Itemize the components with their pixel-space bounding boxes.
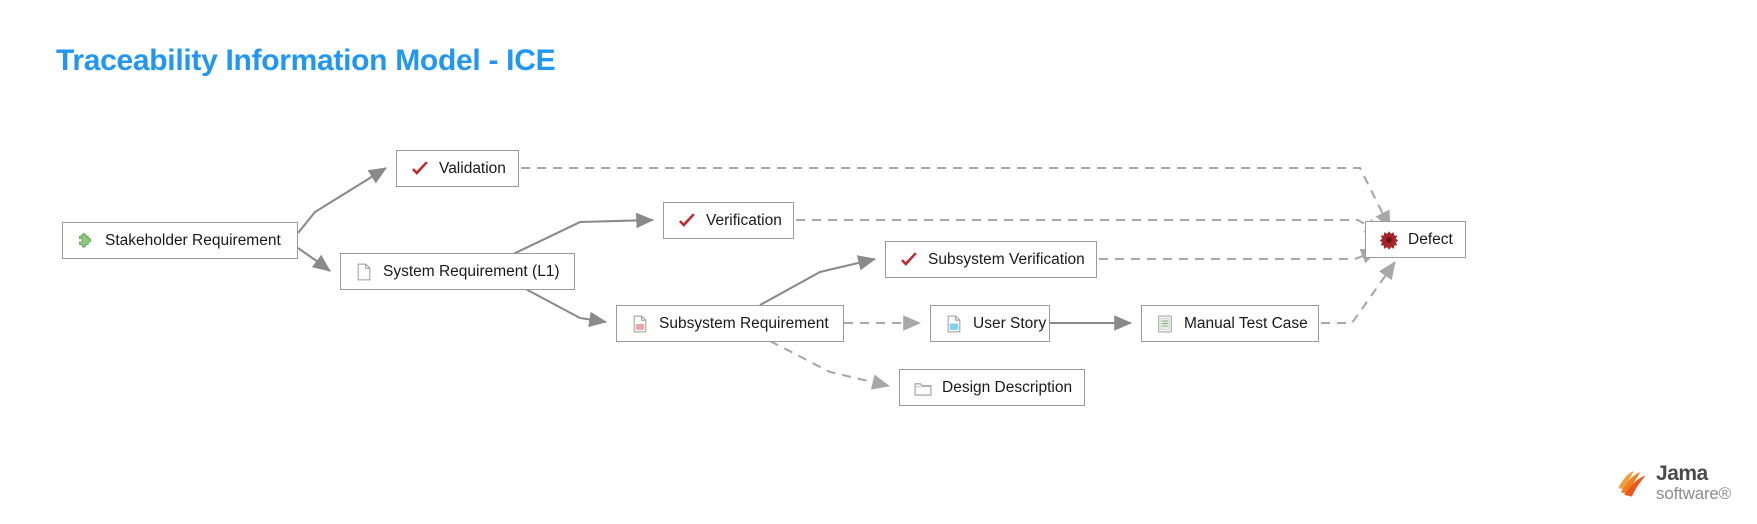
edge-subsystem-verification-to-defect — [1099, 248, 1379, 264]
node-design-description[interactable]: Design Description — [899, 369, 1085, 406]
node-label: Verification — [706, 211, 782, 229]
edge-stakeholder-to-validation — [297, 167, 387, 234]
node-label: Manual Test Case — [1184, 314, 1308, 332]
defect-icon — [1379, 230, 1399, 250]
edge-subsystem-requirement-to-subsystem-verification — [759, 255, 877, 306]
node-validation[interactable]: Validation — [396, 150, 519, 187]
red-check-icon — [901, 252, 917, 266]
document-icon — [357, 263, 371, 280]
edge-stakeholder-to-system-requirement — [297, 247, 331, 272]
puzzle-piece-icon — [79, 232, 92, 248]
node-manual-test-case[interactable]: Manual Test Case — [1141, 305, 1319, 342]
node-label: Subsystem Requirement — [659, 314, 829, 332]
node-verification[interactable]: Verification — [663, 202, 794, 239]
node-subsystem-verification[interactable]: Subsystem Verification — [885, 241, 1097, 278]
red-check-icon — [412, 161, 428, 175]
jama-wordmark: Jama software® — [1656, 463, 1731, 502]
document-red-icon — [633, 315, 647, 332]
node-label: Validation — [439, 159, 506, 177]
jama-wordmark-line2: software® — [1656, 484, 1731, 503]
edge-validation-to-defect — [521, 166, 1391, 229]
node-label: Defect — [1408, 230, 1453, 248]
node-label: Subsystem Verification — [928, 250, 1085, 268]
red-check-icon — [679, 213, 695, 227]
edge-system-requirement-to-subsystem-requirement — [519, 285, 608, 328]
node-label: Stakeholder Requirement — [105, 231, 281, 249]
node-label: Design Description — [942, 378, 1073, 396]
node-subsystem-requirement[interactable]: Subsystem Requirement — [616, 305, 844, 342]
jama-software-logo: Jama software® — [1615, 463, 1731, 502]
node-user-story[interactable]: User Story — [930, 305, 1050, 342]
user-story-icon — [947, 315, 961, 332]
node-stakeholder-requirement[interactable]: Stakeholder Requirement — [62, 222, 298, 259]
edge-subsystem-requirement-to-design-description — [769, 340, 891, 390]
test-case-icon — [1158, 315, 1172, 332]
jama-wordmark-line1: Jama — [1656, 462, 1708, 485]
page-title: Traceability Information Model - ICE — [56, 44, 556, 77]
folder-icon — [914, 382, 932, 396]
node-label: User Story — [973, 314, 1047, 332]
node-system-requirement-l1[interactable]: System Requirement (L1) — [340, 253, 575, 290]
edge-verification-to-defect — [796, 218, 1383, 235]
jama-logo-mark-icon — [1618, 470, 1646, 497]
node-defect[interactable]: Defect — [1365, 221, 1466, 258]
edge-manual-test-case-to-defect — [1321, 261, 1396, 325]
node-label: System Requirement (L1) — [383, 262, 560, 280]
